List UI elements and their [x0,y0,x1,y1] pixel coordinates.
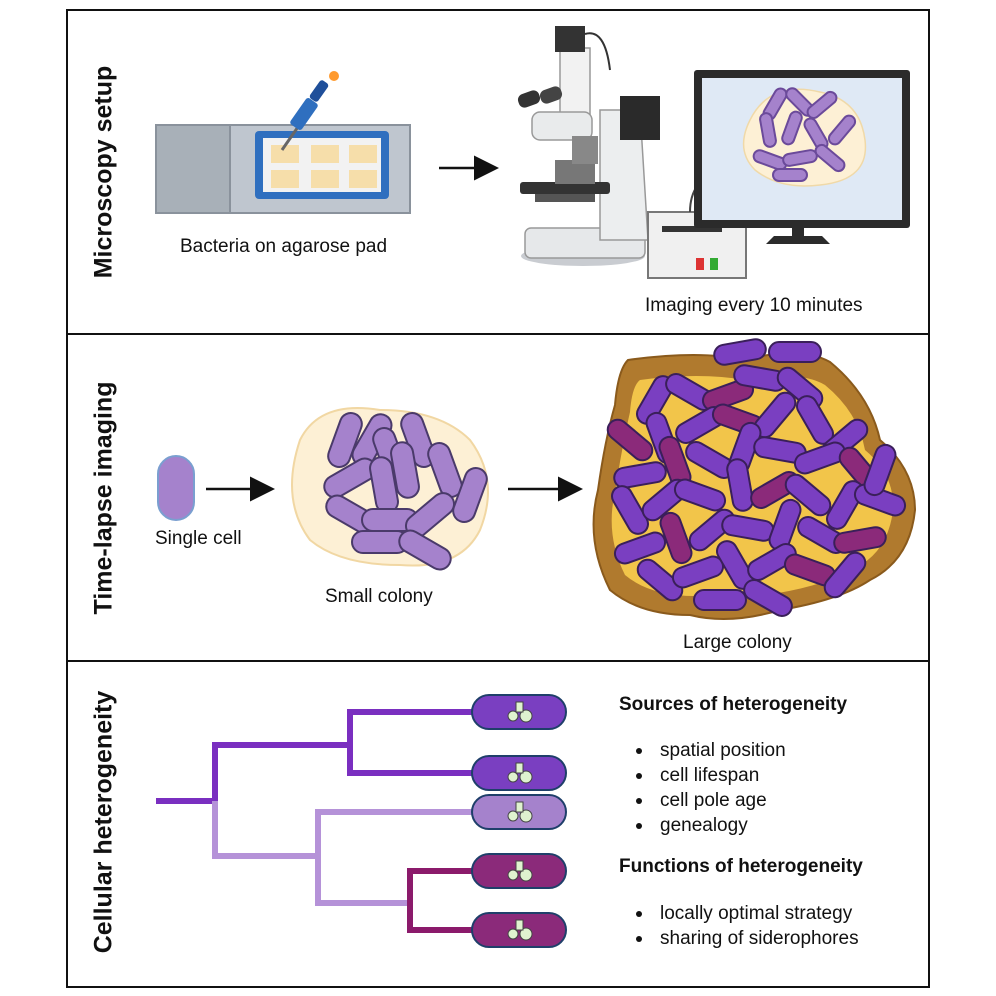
list-item: locally optimal strategy [634,901,859,926]
bacterium-cell [398,529,452,571]
bacterium-cell [814,143,846,173]
organelle-icon [507,919,533,941]
list-item: cell lifespan [634,763,786,788]
organelle-icon [507,801,533,823]
functions-list: locally optimal strategy sharing of side… [634,901,859,951]
bacterium-cell [611,485,649,535]
list-item: cell pole age [634,788,786,813]
microscope-icon [517,26,660,266]
agarose-slide-icon [155,124,411,214]
slide-caption: Bacteria on agarose pad [180,236,388,257]
organelle-icon [507,762,533,784]
bacterium-cell [806,90,838,120]
bacterium-cell [743,579,793,617]
bacterium-cell [427,442,463,498]
organelle-icon [507,701,533,723]
single-cell-label: Single cell [155,528,242,549]
bacterium-cell [759,112,777,148]
bacterium-cell [613,531,667,565]
bacterium-cell [452,467,488,523]
sources-list: spatial position cell lifespan cell pole… [634,738,786,838]
list-item: genealogy [634,813,786,838]
bacterium-cell [606,418,654,462]
bacterium-cell [693,589,747,611]
single-cell-icon [157,455,195,521]
sources-heading: Sources of heterogeneity [619,694,848,715]
bacterium-cell [827,114,857,146]
imaging-caption: Imaging every 10 minutes [645,295,863,316]
bacterium-cell [613,461,667,489]
pipette-icon [280,71,339,151]
bacterium-cell [768,341,822,363]
bacterium-cell [784,473,832,517]
bacterium-cell [713,338,767,366]
lineage-tree [156,709,472,933]
bacterium-cell [781,110,803,146]
bacterium-cell [863,443,897,497]
bacterium-cell [390,441,420,499]
bacterium-cell [636,558,684,602]
bacterium-cell [772,168,808,182]
list-item: sharing of siderophores [634,926,859,951]
bacterium-cell [659,511,693,565]
bacterium-cell [826,480,864,530]
bacterium-cell [673,478,727,512]
organelle-icon [507,860,533,882]
bacterium-cell [327,412,363,468]
bacterium-cell [833,526,887,554]
functions-heading: Functions of heterogeneity [619,856,863,877]
list-item: spatial position [634,738,786,763]
bacterium-cell [726,458,754,512]
small-colony-label: Small colony [325,586,433,607]
bacterium-cell [823,551,867,599]
bacterium-cell [747,543,797,581]
large-colony-label: Large colony [683,632,792,653]
